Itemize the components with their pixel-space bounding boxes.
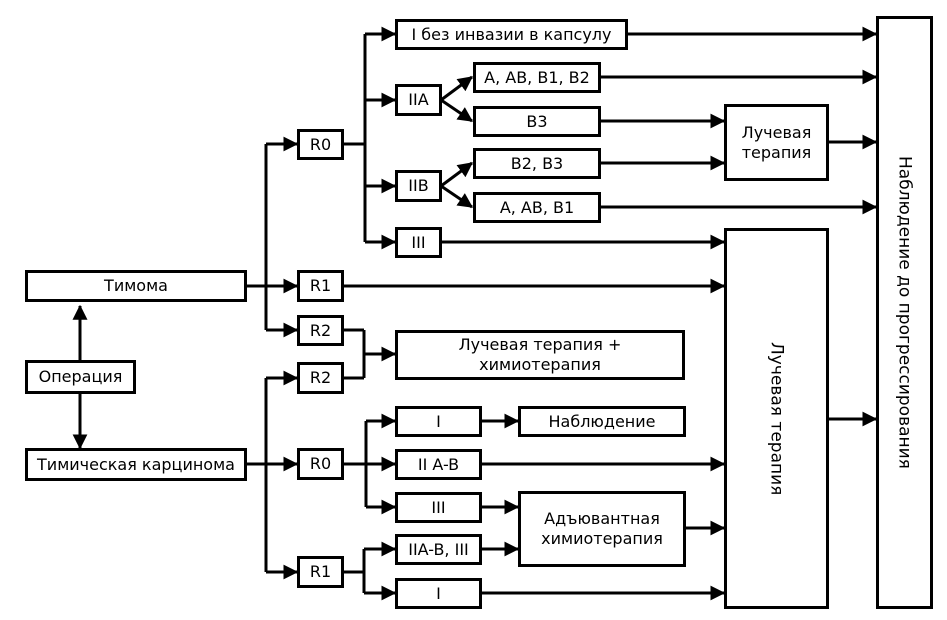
radiation-therapy-big-box: Лучевая терапия [724,228,829,609]
carcinoma-stage-i-label: I [436,411,441,431]
adjuvant-chemo-label: Адъювантная химиотерапия [541,509,663,548]
observation-label: Наблюдение [548,411,656,431]
stage-iib-box: IIB [395,170,442,202]
radiation-therapy-small-box: Лучевая терапия [724,104,829,181]
carcinoma-r1-label: R1 [309,562,332,581]
iia-b3-box: B3 [473,106,601,137]
stage-iia-box: IIA [395,84,442,116]
radiation-chemo-label: Лучевая терапия + химиотерапия [458,335,622,374]
radiation-chemo-box: Лучевая терапия + химиотерапия [395,330,685,380]
adjuvant-chemo-box: Адъювантная химиотерапия [518,491,686,567]
carcinoma-r1-iiab-iii-label: IIA-B, III [408,539,469,559]
stage-i-no-invasion-label: I без инвазии в капсулу [411,24,612,44]
observation-box: Наблюдение [518,406,686,437]
stage-iia-label: IIA [408,90,429,109]
thymoma-r2-box: R2 [297,315,344,346]
iib-a-ab-b1-label: A, AB, B1 [499,197,575,217]
radiation-therapy-big-label: Лучевая терапия [766,341,787,496]
thymoma-r2-label: R2 [309,320,332,340]
iia-a-ab-b1-b2-label: A, AB, B1, B2 [484,67,590,87]
thymoma-r1-label: R1 [309,276,332,295]
thymoma-r0-label: R0 [309,134,332,154]
stage-iii-box: III [395,227,442,258]
carcinoma-stage-iiab-box: II A-B [395,449,482,480]
stage-iii-label: III [411,232,426,252]
iia-a-ab-b1-b2-box: A, AB, B1, B2 [473,62,601,93]
carcinoma-r2-box: R2 [297,362,344,394]
thymoma-r1-box: R1 [297,270,344,302]
thymoma-r0-box: R0 [297,129,344,160]
carcinoma-stage-iii-label: III [431,497,446,517]
carcinoma-stage-i-box: I [395,406,482,437]
carcinoma-r2-label: R2 [309,368,332,387]
operation-label: Операция [38,367,123,386]
radiation-therapy-small-label: Лучевая терапия [741,122,812,162]
thymoma-label: Тимома [104,276,168,295]
stage-i-no-invasion-box: I без инвазии в капсулу [395,19,628,50]
stage-iib-label: IIB [408,176,429,195]
carcinoma-stage-iii-box: III [395,492,482,523]
carcinoma-r1-i-box: I [395,578,482,609]
thymoma-box: Тимома [25,270,247,302]
iib-b2-b3-label: B2, B3 [510,153,564,173]
observation-until-progression-box: Наблюдение до прогрессирования [876,16,933,609]
carcinoma-r0-label: R0 [309,454,332,473]
carcinoma-stage-iiab-label: II A-B [417,454,460,474]
arrow-iib-to-a [440,184,474,209]
arrow-iib-to-b2 [440,161,474,188]
operation-box: Операция [25,360,136,394]
carcinoma-r1-i-label: I [436,583,441,603]
iia-b3-label: B3 [526,111,548,131]
arrow-iia-to-b3 [440,98,474,123]
carcinoma-r1-iiab-iii-box: IIA-B, III [395,534,482,565]
carcinoma-label: Тимическая карцинома [37,454,235,474]
iib-a-ab-b1-box: A, AB, B1 [473,192,601,223]
arrow-iia-to-a [440,75,474,102]
iib-b2-b3-box: B2, B3 [473,148,601,179]
observation-until-progression-label: Наблюдение до прогрессирования [894,156,915,469]
carcinoma-r0-box: R0 [297,448,344,480]
carcinoma-box: Тимическая карцинома [25,448,247,481]
carcinoma-r1-box: R1 [297,556,344,588]
